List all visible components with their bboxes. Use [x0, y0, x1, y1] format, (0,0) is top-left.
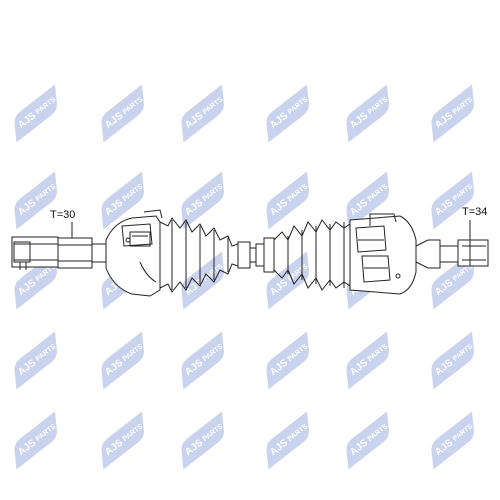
watermark-badge — [101, 331, 144, 390]
left-spline-end — [11, 236, 59, 270]
right-stub-shaft — [415, 239, 458, 269]
watermark-badge — [346, 331, 389, 390]
center-shaft — [250, 237, 275, 273]
watermark-badge — [266, 84, 309, 143]
watermark-badge — [101, 171, 144, 230]
watermark-badge — [181, 171, 224, 230]
watermark-badge — [431, 331, 474, 390]
watermark-badge — [14, 331, 57, 390]
watermark-badge — [181, 84, 224, 143]
watermark-badge — [431, 84, 474, 143]
left-boot — [159, 217, 251, 293]
right-boot — [273, 219, 351, 291]
right-teeth-label: T=34 — [462, 206, 487, 218]
right-teeth-callout: T=34 — [462, 206, 487, 240]
watermark-badge — [14, 84, 57, 143]
watermark-badge — [431, 411, 474, 470]
watermark-badge — [101, 84, 144, 143]
watermark-badge — [266, 171, 309, 230]
right-spline-end — [457, 239, 489, 267]
watermark-badge — [346, 171, 389, 230]
left-toothed-collar — [57, 237, 107, 269]
left-teeth-callout: T=30 — [50, 209, 75, 238]
watermark-badge — [181, 331, 224, 390]
watermark-badge — [346, 84, 389, 143]
drive-shaft — [11, 209, 489, 297]
watermark-badge — [14, 171, 57, 230]
watermark-badge — [181, 411, 224, 470]
watermark-badge — [266, 411, 309, 470]
left-teeth-label: T=30 — [50, 209, 75, 221]
right-inner-joint — [349, 213, 417, 295]
watermark-badge — [346, 411, 389, 470]
watermark-badge — [266, 331, 309, 390]
watermark-badge — [266, 251, 309, 310]
watermark-badge — [431, 171, 474, 230]
watermark-badge — [14, 411, 57, 470]
left-outer-joint — [105, 209, 163, 297]
watermark-badge — [101, 411, 144, 470]
